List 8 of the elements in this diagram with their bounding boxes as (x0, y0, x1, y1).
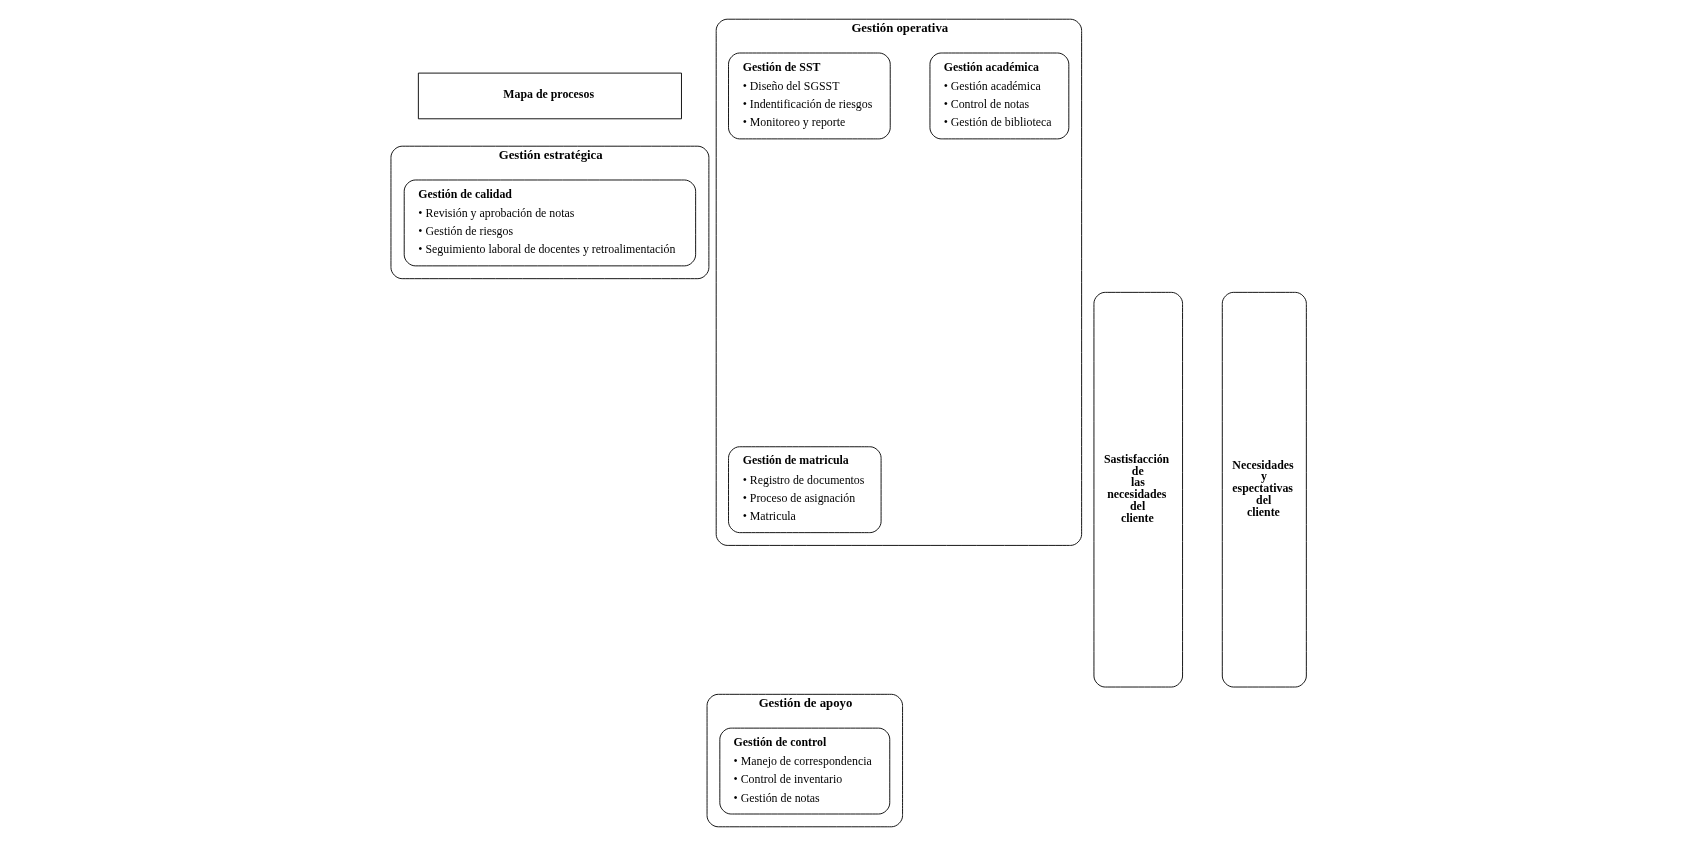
node-box: Necesidades y espectativas del cliente (1221, 291, 1307, 688)
node-box: Gestión académica • Gestión académica • Control de notas • Gestión de biblioteca (929, 52, 1069, 140)
node-box: Sastisfacción de las necesidades del cliente (1093, 291, 1183, 688)
node-box: Gestión de matricula • Registro de documentos • Proceso de asignación • Matricula (727, 446, 882, 534)
node-box: Gestión de control • Manejo de correspondencia • Control de inventario • Gestión de notas (718, 727, 890, 815)
node-box: Mapa de procesos (417, 72, 682, 120)
node-box: Gestión de calidad • Revisión y aprobación de notas • Gestión de riesgos • Seguimiento laboral de docentes y retroalimentación (403, 179, 696, 267)
node-box: Gestión de SST • Diseño del SGSST • Indentificación de riesgos • Monitoreo y reporte (727, 52, 891, 140)
